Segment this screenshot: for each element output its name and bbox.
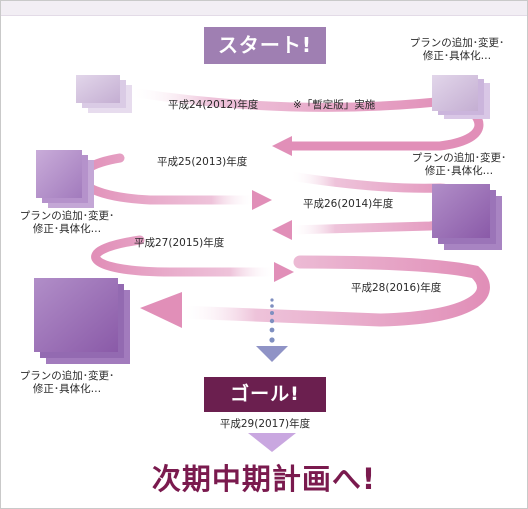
arrowhead-2015 [272,220,292,240]
revision-note-1: プランの追加･変更･ 修正･具体化… [392,37,522,63]
doc-stack-2012-right [432,75,490,119]
down-arrow-goal [256,346,288,362]
revision-note-3-line2: 修正･具体化… [32,223,102,235]
revision-note-3: プランの追加･変更･ 修正･具体化… [2,210,132,236]
doc-stack-2013-left [36,150,94,208]
arrowhead-final [140,292,182,328]
provisional-note: ※「暫定版」実施 [293,99,376,111]
down-arrow-next [248,433,296,452]
revision-note-1-line2: 修正･具体化… [422,50,492,62]
revision-note-2: プランの追加･変更･ 修正･具体化… [394,152,524,178]
arrowhead-2016 [274,262,294,282]
doc-stack-2012-left [76,75,132,113]
next-plan-heading: 次期中期計画へ! [151,462,377,496]
dotted-connector [269,298,275,343]
goal-badge: ゴール! [204,377,326,412]
year-label-2013: 平成25(2013)年度 [157,156,248,168]
revision-note-4: プランの追加･変更･ 修正･具体化… [2,370,132,396]
doc-stack-2016-left [34,278,130,364]
start-badge: スタート! [204,27,326,64]
arrow-2012 [125,87,460,112]
year-label-2014: 平成26(2014)年度 [303,198,394,210]
revision-note-4-line1: プランの追加･変更･ [19,370,115,382]
year-label-2012: 平成24(2012)年度 [168,99,259,111]
arrow-2016 [173,255,490,327]
year-label-2017: 平成29(2017)年度 [219,418,311,430]
revision-note-2-line2: 修正･具体化… [424,165,494,177]
revision-note-1-line1: プランの追加･変更･ [409,37,505,49]
doc-stack-2014-right [432,184,502,250]
revision-note-4-line2: 修正･具体化… [32,383,102,395]
revision-note-3-line1: プランの追加･変更･ [19,210,115,222]
arrowhead-2013 [272,136,292,156]
arrow-2015-sweep [91,235,280,277]
year-label-2015: 平成27(2015)年度 [134,237,225,249]
arrowhead-2014 [252,190,272,210]
revision-note-2-line1: プランの追加･変更･ [411,152,507,164]
year-label-2016: 平成28(2016)年度 [351,282,442,294]
top-band [1,1,527,16]
